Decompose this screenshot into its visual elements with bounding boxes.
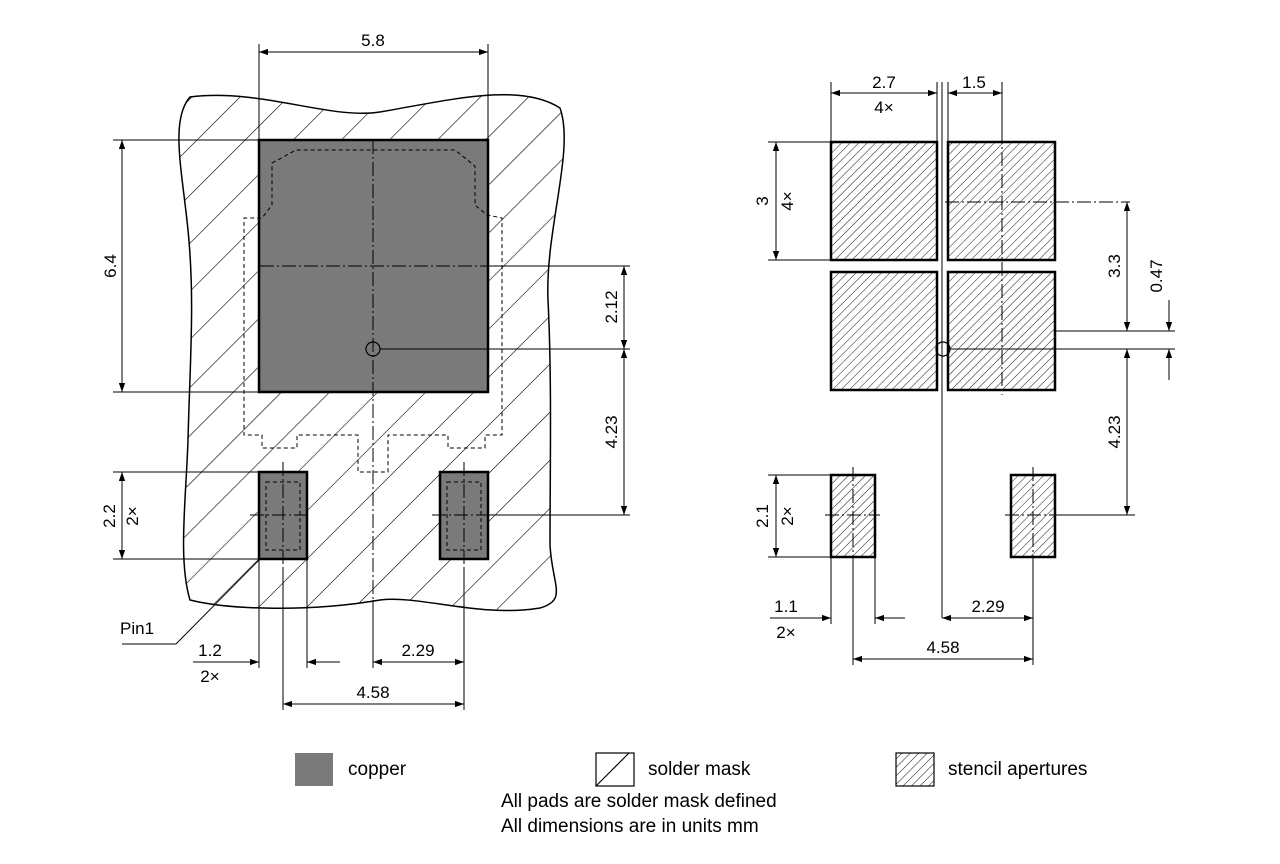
legend-stencil-swatch <box>895 752 935 787</box>
dim-pin-width-1-1: 1.1 <box>774 597 798 616</box>
note-solder-mask-defined: All pads are solder mask defined <box>501 791 777 812</box>
dim-offset-4-23: 4.23 <box>602 415 621 448</box>
legend-solder-mask-label: solder mask <box>648 759 751 780</box>
dim-pad-height-3: 3 <box>753 196 772 205</box>
dim-offset-4-23-right: 4.23 <box>1105 415 1124 448</box>
pin-inner-left <box>265 481 301 551</box>
dim-pad-width-count: 4× <box>874 98 893 117</box>
dim-pin-height-2-1: 2.1 <box>753 504 772 528</box>
dim-offset-2-12: 2.12 <box>602 290 621 323</box>
dim-pin-height-count-right: 2× <box>778 506 797 525</box>
pin1-label: Pin1 <box>120 619 154 638</box>
right-view: 2.7 4× 1.5 3 4× 3.3 0.47 4.23 2.1 2× 1.1 <box>753 73 1175 665</box>
dim-pad-height-count: 4× <box>778 191 797 210</box>
note-units-mm: All dimensions are in units mm <box>501 816 759 837</box>
dim-offset-0-47: 0.47 <box>1147 259 1166 292</box>
pin-inner-right <box>446 481 482 551</box>
dim-pin-height-2-2: 2.2 <box>100 504 119 528</box>
dim-pitch-4-58-right: 4.58 <box>926 638 959 657</box>
dim-pin-width-1-2: 1.2 <box>198 641 222 660</box>
dim-width-5-8: 5.8 <box>361 31 385 50</box>
legend-copper-swatch <box>295 753 333 786</box>
dim-pitch-2-29: 2.29 <box>401 641 434 660</box>
legend-stencil-label: stencil apertures <box>948 759 1087 780</box>
stencil-pad-top-left <box>829 140 939 262</box>
dim-pin-width-count-right: 2× <box>776 623 795 642</box>
dim-pitch-4-58: 4.58 <box>356 683 389 702</box>
stencil-pad-bottom-left <box>829 270 939 392</box>
dim-pad-width-2-7: 2.7 <box>872 73 896 92</box>
dim-pin-height-count: 2× <box>123 506 142 525</box>
dim-pitch-2-29-right: 2.29 <box>971 597 1004 616</box>
dim-offset-3-3: 3.3 <box>1105 254 1124 278</box>
legend-copper-label: copper <box>348 759 407 780</box>
legend: copper solder mask stencil apertures <box>295 752 1087 787</box>
dim-pin-width-count: 2× <box>200 667 219 686</box>
left-view: 5.8 6.4 2.12 4.23 2.2 2× Pin1 1.2 2× <box>100 31 630 710</box>
package-outline <box>243 149 503 473</box>
dim-gap-1-5: 1.5 <box>962 73 986 92</box>
dim-height-6-4: 6.4 <box>101 254 120 278</box>
legend-solder-mask-swatch <box>595 752 635 787</box>
